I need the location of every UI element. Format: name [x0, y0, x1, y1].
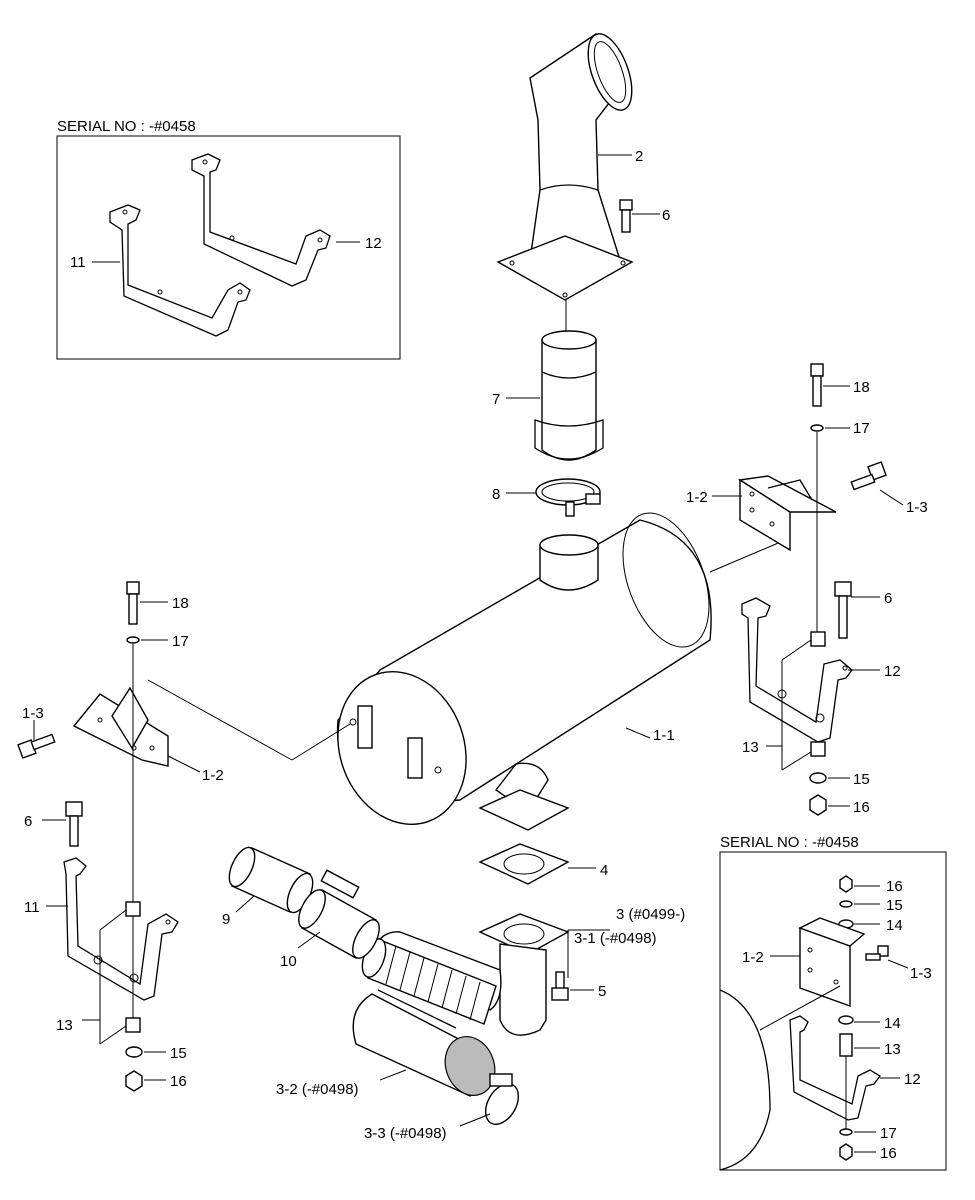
- label-11-left: 11: [24, 899, 40, 916]
- washer-17-right: [810, 424, 824, 432]
- label-12-inset: 12: [904, 1071, 921, 1088]
- inset-title-bottom: SERIAL NO : -#0458: [720, 834, 859, 851]
- label-1-1: 1-1: [653, 727, 675, 744]
- label-17-right: 17: [853, 420, 870, 437]
- label-3-3: 3-3 (-#0498): [364, 1125, 447, 1142]
- label-11-inset: 11: [70, 254, 86, 271]
- clamp-10: [298, 869, 380, 959]
- label-16-inset-top: 16: [886, 878, 903, 895]
- label-3-1: 3-1 (-#0498): [574, 930, 657, 947]
- clamp-3-3: [484, 1073, 520, 1125]
- label-1-2-inset: 1-2: [742, 949, 764, 966]
- label-16-inset-bottom: 16: [880, 1145, 897, 1162]
- inset-serial-bottom-right: SERIAL NO : -#0458 16 15 14 1-2 1-3 14: [719, 834, 947, 1171]
- bracket-1-2-right: [738, 475, 837, 552]
- label-17-inset: 17: [880, 1125, 897, 1142]
- label-1-3-inset: 1-3: [910, 965, 932, 982]
- label-1-3-left: 1-3: [22, 705, 44, 722]
- heat-shield-3-2: [352, 989, 496, 1097]
- exhaust-stack-2: [496, 32, 634, 301]
- bolt-1-3-left: [17, 733, 56, 759]
- flange-upper: [478, 789, 570, 831]
- label-1-3-right: 1-3: [906, 499, 928, 516]
- clamp-8: [535, 478, 601, 517]
- nut-16-right: [809, 794, 827, 816]
- label-10: 10: [280, 953, 297, 970]
- bolt-1-3-right: [850, 461, 887, 491]
- nut-16-left: [125, 1070, 143, 1092]
- pipe-7: [534, 300, 604, 461]
- label-3: 3 (#0499-): [616, 906, 685, 923]
- inset-serial-top-left: SERIAL NO : -#0458 11 12: [56, 118, 401, 360]
- label-3-2: 3-2 (-#0498): [276, 1081, 359, 1098]
- label-13-right: 13: [742, 739, 759, 756]
- label-1-2-right: 1-2: [686, 489, 708, 506]
- bolt-18-right: [810, 363, 824, 407]
- label-15-inset: 15: [886, 897, 903, 914]
- label-14-inset-bottom: 14: [884, 1015, 901, 1032]
- label-13-inset: 13: [884, 1041, 901, 1058]
- label-16-right: 16: [853, 799, 870, 816]
- gasket-4: [478, 843, 570, 885]
- bolt-6-right: [834, 581, 852, 639]
- bracket-1-2-left: [72, 686, 169, 767]
- mount-13-left: [125, 901, 141, 1033]
- label-6-left: 6: [24, 813, 32, 830]
- bolt-6-top: [619, 199, 633, 233]
- washer-17-left: [126, 636, 140, 644]
- washer-15-right: [809, 772, 827, 784]
- inset-title-top: SERIAL NO : -#0458: [57, 118, 196, 135]
- label-12-right: 12: [884, 663, 901, 680]
- label-13-left: 13: [56, 1017, 73, 1034]
- label-1-2-left: 1-2: [202, 767, 224, 784]
- label-14-inset-top: 14: [886, 917, 903, 934]
- label-6-top: 6: [662, 207, 670, 224]
- label-2: 2: [635, 148, 643, 165]
- mount-13-right: [810, 631, 826, 757]
- label-4: 4: [600, 862, 608, 879]
- bolt-5: [551, 971, 569, 1001]
- label-6-right: 6: [884, 590, 892, 607]
- label-5: 5: [598, 983, 606, 1000]
- bracket-11-left: [63, 857, 179, 1001]
- muffler-1-1: [336, 512, 712, 826]
- bolt-6-left: [65, 801, 83, 847]
- bracket-12-right: [741, 597, 853, 743]
- label-17-left: 17: [172, 633, 189, 650]
- bolt-18-left: [126, 581, 140, 625]
- label-7: 7: [492, 391, 500, 408]
- washer-15-left: [125, 1046, 143, 1058]
- label-18-right: 18: [853, 379, 870, 396]
- bracket-12-inset: [191, 153, 331, 287]
- label-15-right: 15: [853, 771, 870, 788]
- sleeve-9: [228, 846, 314, 914]
- label-16-left: 16: [170, 1073, 187, 1090]
- label-15-left: 15: [170, 1045, 187, 1062]
- label-18-left: 18: [172, 595, 189, 612]
- bracket-11-inset: [109, 204, 251, 337]
- label-12-inset: 12: [365, 235, 382, 252]
- label-8: 8: [492, 486, 500, 503]
- label-9: 9: [222, 911, 230, 928]
